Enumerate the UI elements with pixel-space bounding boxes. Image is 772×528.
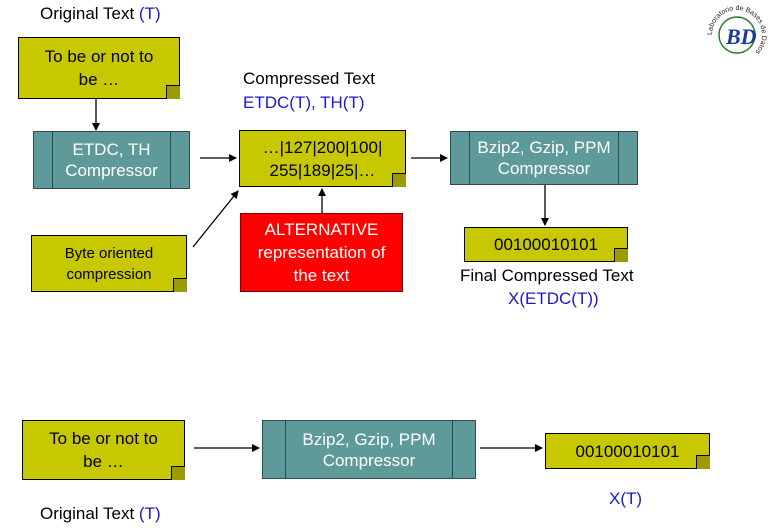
- compressed-text-variable: ETDC(T), TH(T): [243, 93, 365, 112]
- logo-letters: BD: [725, 24, 757, 49]
- bits-note: 00100010101: [464, 227, 628, 262]
- codeword-note: …|127|200|100|255|189|25|…: [239, 130, 406, 187]
- bottom-result-variable: X(T): [609, 489, 643, 508]
- note-fold: [171, 466, 185, 480]
- note-fold: [696, 455, 710, 469]
- note-fold: [392, 173, 406, 187]
- bottom-original-text-label: Original Text (T): [40, 504, 161, 523]
- arrow-byte-oriented-to-codes: [192, 190, 239, 248]
- note-fold: [614, 248, 628, 262]
- note-fold: [173, 278, 187, 292]
- note-fold: [166, 85, 180, 99]
- final-compressed-text-label: Final Compressed Text: [460, 266, 634, 285]
- bottom-bits-note: 00100010101: [545, 433, 710, 469]
- final-compressed-text-variable: X(ETDC(T)): [508, 289, 599, 308]
- lbd-logo: Laboratorio de Bases de Datos BD: [707, 5, 767, 56]
- original-text-label: Original Text (T): [40, 4, 161, 23]
- compressed-text-label: Compressed Text: [243, 69, 375, 88]
